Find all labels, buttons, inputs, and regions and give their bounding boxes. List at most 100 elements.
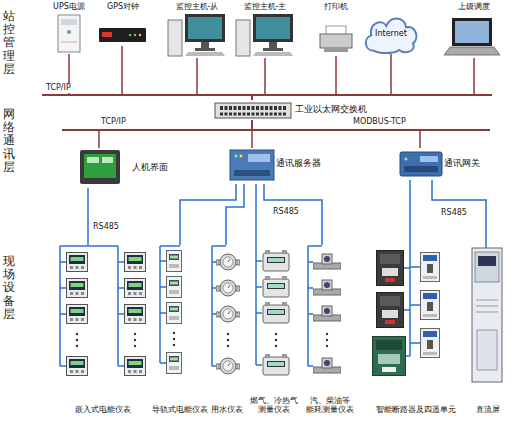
switch-icon: [220, 113, 286, 116]
laptop-icon: [455, 21, 489, 43]
ellipsis-dots: [134, 339, 136, 341]
bus-connector: [264, 184, 322, 245]
device-node: 嵌入式电能仪表: [55, 245, 151, 416]
rs485-wire: [404, 267, 410, 269]
panel-meter-icon: [67, 279, 88, 298]
device-label: 监控主机-主: [244, 2, 287, 12]
panel-meter-icon: [125, 357, 146, 376]
device-node: 用水仪表: [209, 245, 245, 416]
device-label: 直流屏: [476, 405, 500, 415]
gas-meter-icon: [263, 250, 289, 375]
device-node: 通讯网关: [398, 148, 498, 180]
computer-icon: [185, 52, 225, 56]
rs485-wire: [118, 261, 124, 263]
din-meter-icon: [167, 303, 182, 324]
device-label: 嵌入式电能仪表: [75, 405, 131, 415]
touchscreen-icon: [84, 154, 116, 178]
gas-meter-icon: [263, 302, 289, 323]
rs485-wire: [117, 246, 119, 366]
bus-connector: [87, 188, 89, 245]
panel-meter-icon: [125, 253, 146, 272]
rs485-wire: [118, 287, 124, 289]
gas-meter-icon: [263, 354, 289, 375]
device-node: 上级调度: [446, 2, 502, 58]
dc-cabinet-icon: [476, 306, 498, 307]
dc-cabinet-icon: [478, 256, 496, 266]
device-node: 监控主机-从: [166, 2, 228, 58]
computer-icon: [263, 48, 283, 51]
rs485-wire: [256, 364, 262, 366]
device-label: 人机界面: [132, 162, 168, 173]
ellipsis-dots: [76, 332, 328, 347]
laptop-icon: [444, 47, 500, 55]
device-node: 智能断路器及四遥单元: [364, 245, 468, 416]
touchscreen-icon: [102, 157, 113, 163]
breaker-icon: [377, 251, 404, 286]
rs485-wire: [256, 286, 262, 288]
device-node: 人机界面: [78, 148, 178, 188]
rs485-wire: [118, 365, 124, 367]
rs485-wire: [406, 355, 410, 357]
device-label: UPS电源: [53, 2, 85, 12]
gas-meter-icon: [263, 250, 289, 271]
ellipsis-dots: [173, 332, 175, 334]
rs485-wire: [404, 309, 410, 311]
din-meter-icon: [167, 251, 182, 374]
server-icon: [240, 155, 243, 158]
gps-clock-icon: [99, 28, 146, 42]
water-meter-icon: [216, 254, 240, 374]
ellipsis-dots: [275, 333, 277, 335]
breaker-icon: [421, 253, 440, 282]
panel-meter-icon: [67, 305, 88, 324]
rs485-wire: [118, 313, 124, 315]
panel-meter-icon: [125, 279, 146, 298]
bus-connector: [180, 184, 236, 245]
touchscreen-icon: [87, 157, 99, 163]
computer-icon: [168, 20, 182, 56]
ellipsis-dots: [134, 345, 136, 347]
rs485-wire: [212, 313, 216, 315]
device-label: 通讯网关: [444, 158, 480, 169]
panel-meter-icon: [67, 253, 146, 376]
rs485-wire: [255, 245, 257, 365]
ellipsis-dots: [326, 345, 328, 347]
dc-cabinet-icon: [476, 300, 498, 301]
gps-clock-icon: [129, 34, 131, 36]
server-icon: [230, 150, 274, 180]
computer-icon: [188, 17, 222, 39]
computer-icon: [201, 42, 209, 48]
rs485-wire: [160, 312, 166, 314]
server-icon: [248, 154, 270, 162]
device-label: GPS对钟: [107, 2, 139, 12]
device-node: 打印机: [316, 2, 356, 56]
rs485-wire: [212, 261, 216, 263]
rs485-wire: [308, 245, 322, 247]
device-node: 导轨式电能仪表: [150, 245, 210, 416]
gateway-icon: [420, 156, 438, 162]
bus-connector: [197, 58, 252, 100]
server-icon: [230, 150, 274, 180]
ethernet-bus: [42, 95, 492, 130]
device-node: UPS电源: [50, 2, 88, 54]
din-meter-icon: [167, 353, 182, 374]
device-label: 智能断路器及四遥单元: [376, 405, 456, 415]
rs485-wire: [307, 246, 309, 366]
device-label: 用水仪表: [211, 405, 243, 415]
flow-meter-icon: [313, 358, 341, 373]
ellipsis-dots: [227, 345, 229, 347]
panel-meter-icon: [67, 253, 88, 272]
rs485-wire: [59, 246, 61, 366]
device-node: 直流屏: [468, 245, 508, 416]
rs485-wire: [60, 313, 66, 315]
protocol-label: RS485: [92, 222, 120, 232]
rs485-wire: [212, 245, 226, 247]
printer-icon: [320, 34, 352, 48]
gateway-icon: [405, 158, 408, 161]
din-meter-icon: [167, 277, 182, 298]
bus-connector: [252, 54, 391, 100]
device-label: Internet: [375, 29, 407, 39]
device-node: 通讯服务器: [228, 148, 328, 184]
ellipsis-dots: [173, 344, 175, 346]
breaker-icon: [373, 337, 406, 376]
dc-cabinet-icon: [472, 248, 502, 382]
